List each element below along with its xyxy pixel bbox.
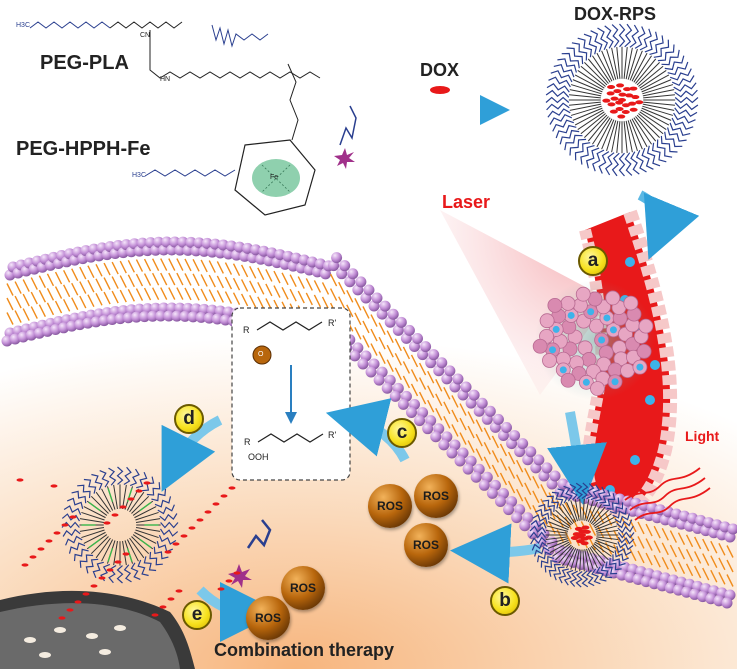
combination-therapy-label: Combination therapy bbox=[214, 640, 395, 660]
laser-label: Laser bbox=[442, 192, 491, 212]
ros-sphere: ROS bbox=[368, 484, 412, 528]
arrow-c bbox=[325, 398, 410, 463]
ros-sphere: ROS bbox=[414, 474, 458, 518]
chem-fe: Fe bbox=[270, 174, 279, 181]
chem-h3c-2: H3C bbox=[132, 172, 147, 179]
ros-sphere: ROS bbox=[246, 596, 290, 640]
vessel-arrow bbox=[637, 190, 700, 260]
peg-hpph-fe-structure bbox=[144, 63, 357, 216]
chem-r-2: R bbox=[244, 437, 251, 447]
step-e-badge: e bbox=[182, 600, 212, 630]
chem-h3c-1: H3C bbox=[16, 22, 31, 29]
dox-rps-label: DOX-RPS bbox=[574, 4, 657, 24]
fe-center-icon bbox=[252, 345, 272, 365]
step-a-badge: a bbox=[578, 246, 608, 276]
chem-hn: HN bbox=[160, 76, 171, 83]
arrow-a bbox=[547, 411, 607, 505]
arrow-b bbox=[450, 523, 541, 584]
chem-ooh: OOH bbox=[248, 452, 269, 462]
disassembled-micelle bbox=[61, 466, 179, 584]
light-label: Light bbox=[685, 428, 720, 444]
step-b-badge: b bbox=[490, 586, 520, 616]
dox-label: DOX bbox=[420, 60, 460, 80]
step-d-badge: d bbox=[174, 404, 204, 434]
chem-r: R bbox=[243, 325, 250, 335]
chem-cn: CN bbox=[140, 32, 151, 39]
chem-o: O bbox=[258, 351, 264, 358]
membrane-micelle bbox=[529, 482, 635, 588]
tumor-cells bbox=[532, 286, 654, 396]
ros-sphere: ROS bbox=[281, 566, 325, 610]
light-waves bbox=[624, 467, 711, 521]
ros-sphere: ROS bbox=[404, 523, 448, 567]
arrow-e bbox=[196, 581, 280, 642]
peg-hpph-fe-label: PEG-HPPH-Fe bbox=[16, 138, 151, 160]
dox-molecule bbox=[430, 86, 450, 94]
step-c-badge: c bbox=[387, 418, 417, 448]
cell-membrane bbox=[1, 236, 737, 609]
chem-r-prime-2: R' bbox=[328, 430, 337, 440]
peg-pla-label: PEG-PLA bbox=[40, 52, 129, 74]
dox-rps-micelle bbox=[545, 23, 699, 177]
chem-r-prime: R' bbox=[328, 318, 337, 328]
peg-pla-structure bbox=[29, 21, 321, 79]
arrow-d bbox=[161, 415, 223, 492]
